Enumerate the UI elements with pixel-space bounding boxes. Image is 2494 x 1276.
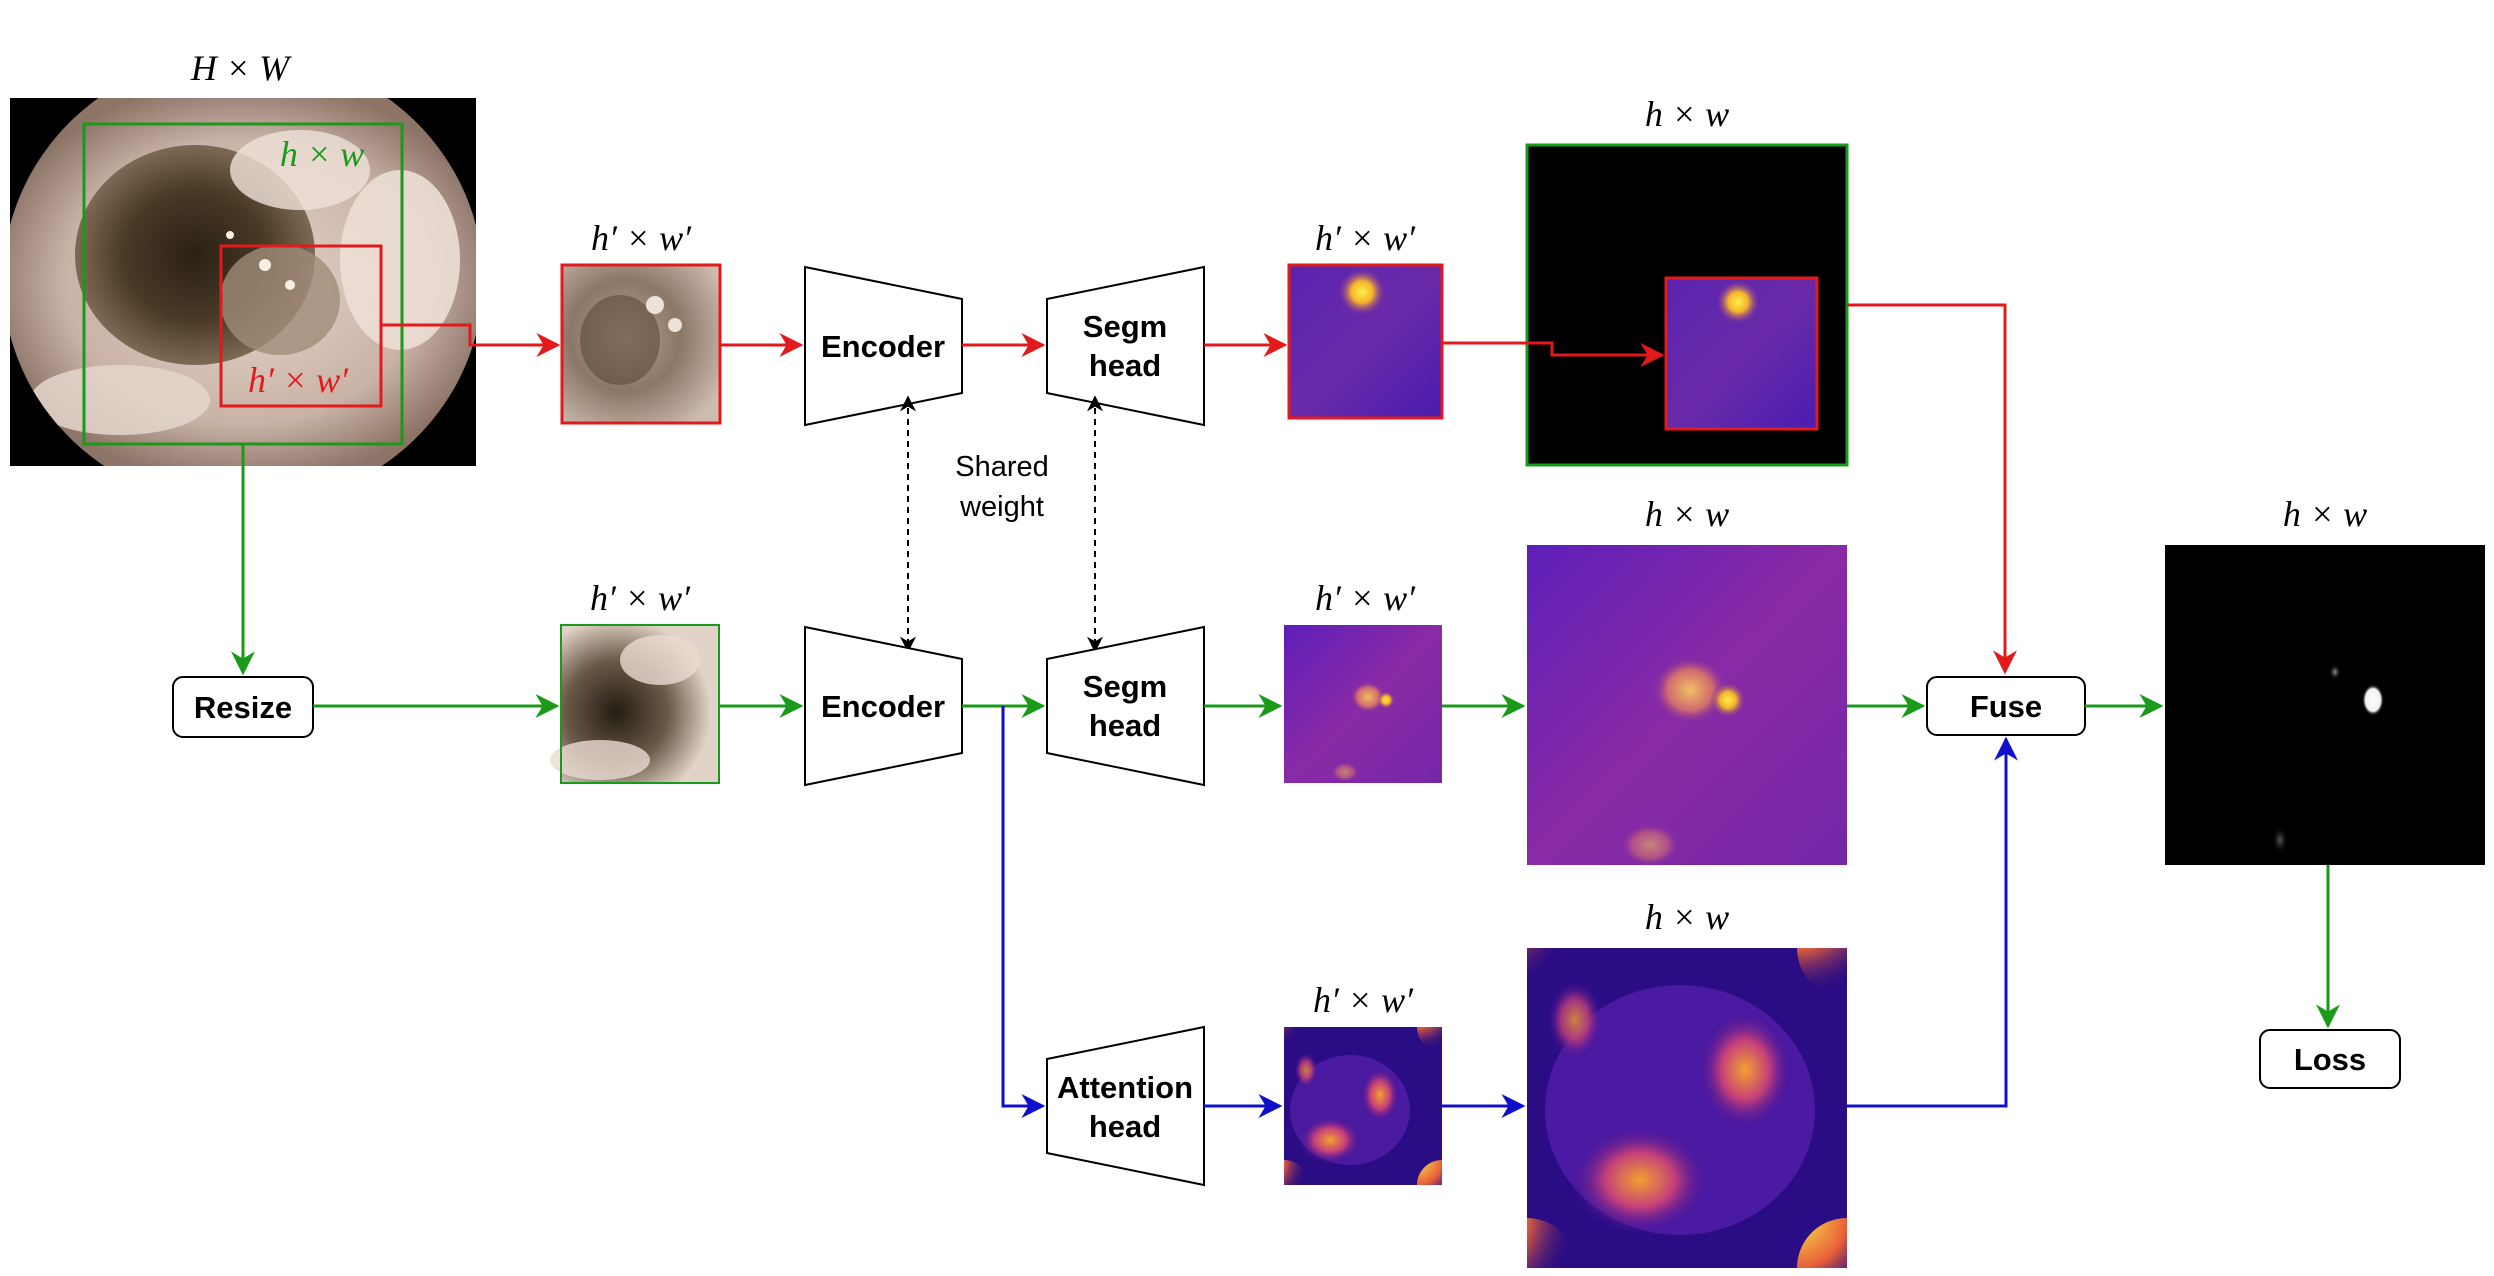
segm-head-top-label-1: Segm [1083,309,1167,344]
arrow-big-to-fuse [1847,736,2018,1108]
attention-small-label: h′ × w′ [1313,980,1414,1020]
patch-top-image [562,265,720,423]
seg-mid-label: h′ × w′ [1315,578,1416,618]
fuse-label: Fuse [1970,689,2042,724]
arrow-encoder-to-attention [1001,706,1046,1118]
segm-head-mid-label-2: head [1089,708,1161,743]
encoder-mid-block [804,625,963,787]
segm-head-top-block [1046,265,1205,427]
arrow-canvas-to-fuse [1847,303,2017,675]
seg-top-label: h′ × w′ [1315,218,1416,258]
encoder-top-block [804,265,963,427]
attention-big-label: h × w [1645,897,1729,937]
output-label: h × w [2283,494,2367,534]
encoder-top-label: Encoder [821,329,945,364]
resize-label: Resize [194,690,292,725]
canvas-top-label: h × w [1645,94,1729,134]
attention-head-block [1046,1025,1205,1187]
canvas-top-image [1527,145,1847,465]
attention-head-label-2: head [1089,1109,1161,1144]
shared-weight-label-2: weight [959,491,1044,523]
encoder-mid-label: Encoder [821,689,945,724]
seg-top-heatmap [1289,265,1442,418]
loss-label: Loss [2294,1042,2366,1077]
attention-head-label-1: Attention [1057,1070,1193,1105]
attention-small-heatmap [1284,1027,1442,1185]
crop-green-label: h × w [280,134,364,174]
output-mask-image [2165,545,2485,865]
patch-top-label: h′ × w′ [591,218,692,258]
input-endoscopy-image [10,98,476,466]
shared-weight-links [900,395,1103,653]
patch-mid-image [550,625,719,783]
green-flow-arrows [231,444,2340,1029]
canvas-mid-heatmap [1527,545,1847,867]
canvas-top-inner-border [1664,276,1819,431]
shared-weight-label-1: Shared [955,451,1049,483]
input-size-label: H × W [190,48,292,88]
red-flow-arrows [381,303,2017,675]
seg-mid-heatmap [1284,625,1442,783]
loss-block [2259,1029,2401,1089]
crop-red-label: h′ × w′ [248,360,349,400]
patch-mid-label: h′ × w′ [590,578,691,618]
patch-mid-border [560,624,720,784]
arrow-crop-to-patch [381,323,561,357]
arrow-seg-to-canvas [1442,341,1665,367]
attention-big-heatmap [1527,948,1847,1268]
blue-flow-arrows [1001,706,2018,1118]
canvas-mid-label: h × w [1645,494,1729,534]
segm-head-top-label-2: head [1089,348,1161,383]
segm-head-mid-label-1: Segm [1083,669,1167,704]
segm-head-mid-block [1046,625,1205,787]
